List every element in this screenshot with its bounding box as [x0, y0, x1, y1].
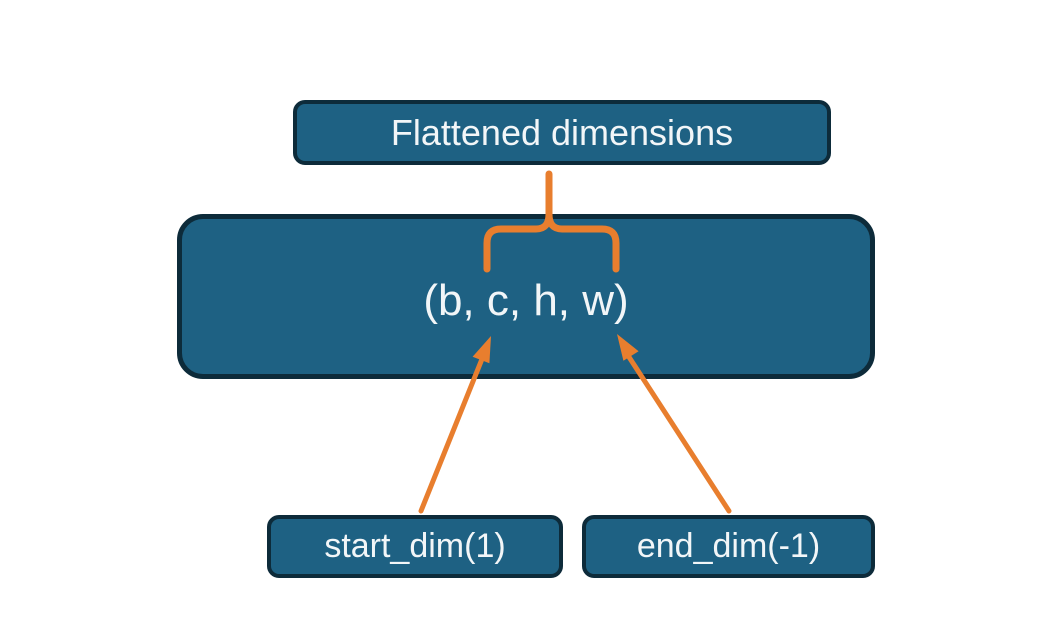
flattened-dimensions-box: Flattened dimensions	[293, 100, 831, 165]
end-dim-arrow	[626, 354, 732, 514]
start-dim-label: start_dim(1)	[324, 527, 506, 565]
flattened-dimensions-label: Flattened dimensions	[390, 111, 734, 153]
end-dim-box: end_dim(-1)	[582, 515, 875, 578]
start-dim-box: start_dim(1)	[267, 515, 563, 578]
start-dim-arrow	[418, 356, 485, 514]
tensor-shape-label: (b, c, h, w)	[423, 275, 629, 325]
tensor-shape-box: (b, c, h, w)	[177, 214, 875, 379]
end-dim-label: end_dim(-1)	[636, 527, 821, 565]
